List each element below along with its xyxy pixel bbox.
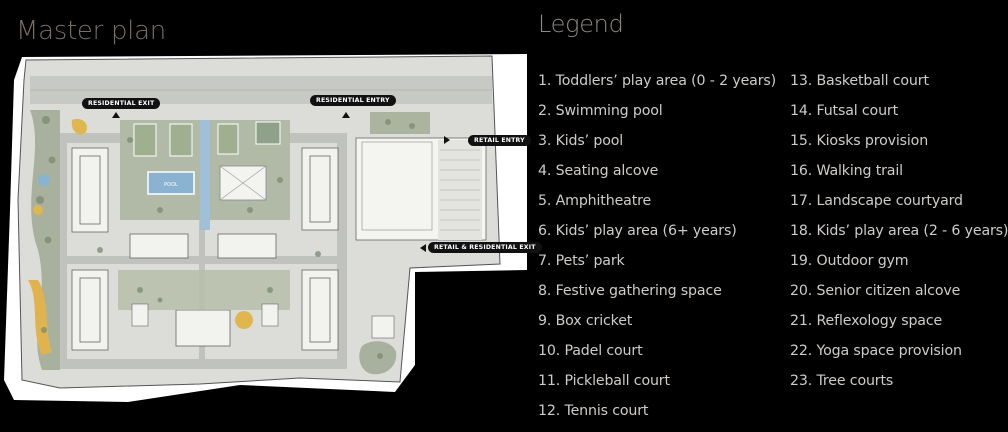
legend-item: 16. Walking trail (790, 163, 903, 179)
legend-item: 5. Amphitheatre (538, 193, 652, 209)
site-plan-drawing: POOL (4, 54, 527, 402)
legend-item: 21. Reflexology space (790, 313, 943, 329)
legend-item: 11. Pickleball court (538, 373, 670, 389)
legend-item: 1. Toddlers’ play area (0 - 2 years) (538, 73, 777, 89)
retail-entry-label: RETAIL ENTRY (468, 135, 531, 146)
tower-left-bottom (71, 269, 109, 351)
legend-item: 3. Kids’ pool (538, 133, 624, 149)
legend-item: 19. Outdoor gym (790, 253, 909, 269)
water-channel (200, 120, 210, 230)
legend-item: 13. Basketball court (790, 73, 929, 89)
court-2 (169, 123, 193, 157)
bottom-amenity-block (175, 309, 231, 347)
residential-entry-label: RESIDENTIAL ENTRY (310, 95, 396, 106)
middle-block-left (129, 233, 189, 259)
retail-residential-exit-label: RETAIL & RESIDENTIAL EXIT (428, 242, 542, 253)
court-4 (255, 121, 281, 145)
legend-item: 9. Box cricket (538, 313, 633, 329)
kids-play-area (71, 118, 88, 135)
legend-item: 23. Tree courts (790, 373, 894, 389)
legend-item: 12. Tennis court (538, 403, 649, 419)
tower-right-bottom (301, 269, 339, 351)
legend-title: Legend (538, 10, 624, 38)
legend-item: 22. Yoga space provision (790, 343, 962, 359)
page-title: Master plan (16, 16, 166, 46)
legend-item: 7. Pets’ park (538, 253, 625, 269)
swimming-pool (147, 171, 195, 195)
legend-item: 8. Festive gathering space (538, 283, 722, 299)
legend-item: 2. Swimming pool (538, 103, 663, 119)
kids-pool (38, 174, 50, 186)
legend-item: 10. Padel court (538, 343, 643, 359)
legend-column-2: 13. Basketball court 14. Futsal court 15… (790, 72, 1008, 402)
legend-column-1: 1. Toddlers’ play area (0 - 2 years) 2. … (538, 72, 776, 432)
walking-trail-play (28, 280, 52, 355)
court-1 (133, 123, 157, 157)
master-plan-map: POOL (4, 54, 542, 402)
tower-right-top (301, 147, 339, 231)
legend-item: 4. Seating alcove (538, 163, 659, 179)
toddler-play-area (235, 311, 253, 329)
legend-item: 18. Kids’ play area (2 - 6 years) (790, 223, 1008, 239)
bottom-green (118, 270, 290, 310)
tower-left-top (71, 147, 109, 233)
legend-item: 14. Futsal court (790, 103, 899, 119)
legend-item: 20. Senior citizen alcove (790, 283, 961, 299)
court-3 (217, 123, 239, 155)
legend-item: 17. Landscape courtyard (790, 193, 963, 209)
pool-label: POOL (164, 182, 178, 188)
retail-garden (370, 112, 430, 134)
legend-item: 6. Kids’ play area (6+ years) (538, 223, 737, 239)
residential-exit-label: RESIDENTIAL EXIT (82, 98, 161, 109)
tree-dots (36, 116, 415, 359)
middle-block-right (217, 233, 277, 259)
legend-item: 15. Kiosks provision (790, 133, 929, 149)
